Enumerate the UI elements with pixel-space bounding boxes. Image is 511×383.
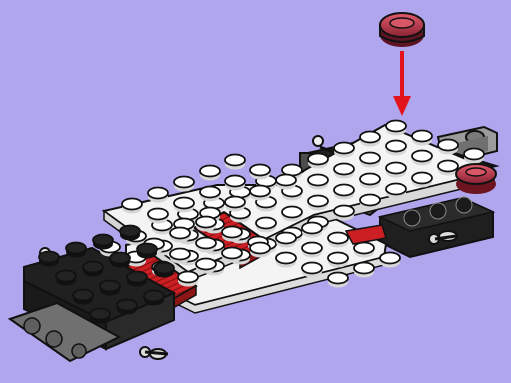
black-stud	[120, 226, 140, 241]
black-stud	[73, 290, 93, 305]
white-stud	[200, 187, 220, 202]
white-stud	[386, 163, 406, 178]
white-stud	[354, 263, 374, 278]
black-stud	[56, 271, 76, 286]
white-stud	[200, 166, 220, 181]
placed-red-round-plate	[456, 164, 496, 194]
white-stud	[196, 217, 216, 232]
white-stud	[412, 131, 432, 146]
white-stud	[360, 195, 380, 210]
white-stud	[222, 248, 242, 263]
black-stud	[117, 300, 137, 315]
black-stud	[110, 253, 130, 268]
white-stud	[122, 199, 142, 214]
white-stud	[178, 272, 198, 287]
black-stud	[90, 309, 110, 324]
white-stud	[282, 207, 302, 222]
white-stud	[334, 143, 354, 158]
white-stud	[170, 228, 190, 243]
black-stud	[83, 262, 103, 277]
white-stud	[328, 253, 348, 268]
white-stud	[308, 175, 328, 190]
white-stud	[354, 243, 374, 258]
white-stud	[360, 174, 380, 189]
white-stud	[302, 223, 322, 238]
white-stud	[412, 173, 432, 188]
black-stud	[93, 235, 113, 250]
white-stud	[222, 227, 242, 242]
white-stud	[302, 243, 322, 258]
black-stud	[39, 252, 59, 267]
white-stud	[174, 177, 194, 192]
white-stud	[328, 233, 348, 248]
white-stud	[412, 151, 432, 166]
white-stud	[386, 184, 406, 199]
white-stud	[360, 132, 380, 147]
white-stud	[334, 164, 354, 179]
white-stud	[276, 253, 296, 268]
white-stud	[196, 238, 216, 253]
white-stud	[276, 233, 296, 248]
white-stud	[148, 188, 168, 203]
black-stud	[144, 291, 164, 306]
black-stud	[137, 244, 157, 259]
white-stud	[438, 161, 458, 176]
red-round-plate-piece	[380, 13, 424, 47]
white-stud	[438, 140, 458, 155]
white-stud	[464, 149, 484, 164]
white-stud	[386, 121, 406, 136]
black-stud	[100, 281, 120, 296]
white-stud	[386, 141, 406, 156]
black-stud	[66, 243, 86, 258]
white-stud	[328, 273, 348, 288]
white-stud	[276, 175, 296, 190]
black-stud	[154, 263, 174, 278]
white-stud	[308, 154, 328, 169]
white-stud	[302, 263, 322, 278]
white-stud	[334, 185, 354, 200]
white-stud	[256, 218, 276, 233]
white-stud	[250, 186, 270, 201]
white-stud	[225, 155, 245, 170]
white-stud	[250, 243, 270, 258]
white-stud	[148, 209, 168, 224]
white-stud	[196, 259, 216, 274]
white-stud	[174, 198, 194, 213]
white-stud	[225, 176, 245, 191]
white-stud	[170, 249, 190, 264]
white-stud	[334, 206, 354, 221]
white-stud	[360, 153, 380, 168]
white-stud	[250, 165, 270, 180]
white-stud	[380, 253, 400, 268]
black-stud	[127, 272, 147, 287]
white-stud	[308, 196, 328, 211]
white-stud	[225, 197, 245, 212]
